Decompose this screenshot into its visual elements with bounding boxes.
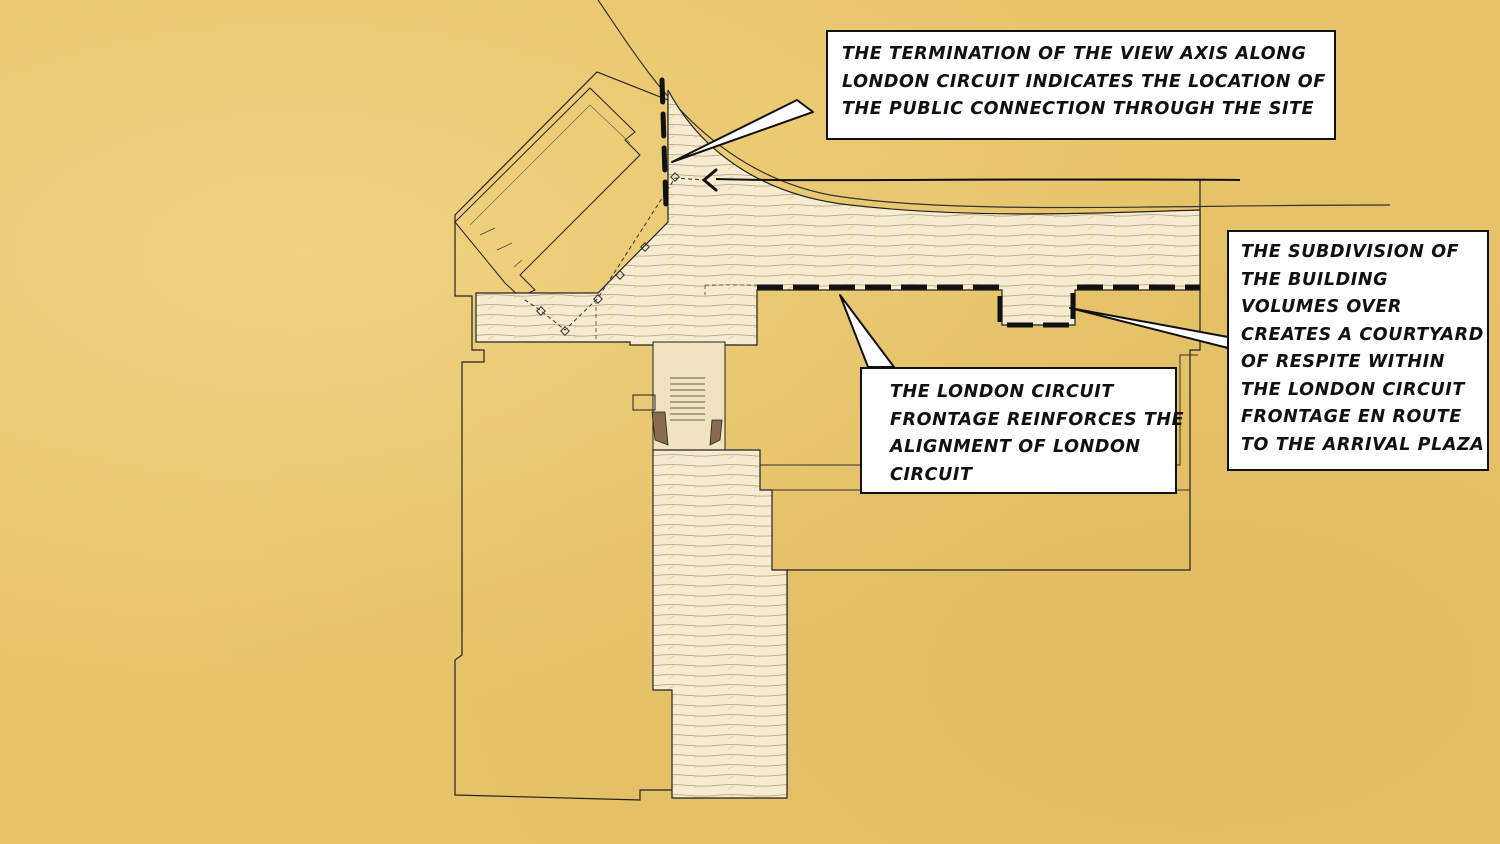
- callout-line: VOLUMES OVER: [1241, 297, 1403, 317]
- callout-line: THE LONDON CIRCUIT: [890, 382, 1114, 402]
- callout-line: OF RESPITE WITHIN: [1241, 352, 1446, 372]
- callout-line: THE SUBDIVISION OF: [1241, 242, 1460, 262]
- view-axis-pointer: [671, 99, 814, 163]
- vertical-axis-termination: [659, 77, 669, 211]
- callout-line: THE LONDON CIRCUIT: [1241, 379, 1465, 400]
- callout-line: THE BUILDING: [1241, 269, 1389, 290]
- callout-courtyard: THE SUBDIVISION OF THE BUILDING VOLUMES …: [1227, 230, 1489, 471]
- hatched-tower: [652, 449, 788, 799]
- callout-line: CIRCUIT: [890, 464, 973, 485]
- callout-line: CREATES A COURTYARD: [1241, 324, 1484, 345]
- view-axis-line: [715, 178, 1241, 182]
- view-axis-arrow: [701, 168, 718, 192]
- callout-line: TO THE ARRIVAL PLAZA: [1241, 434, 1485, 455]
- callout-line: FRONTAGE REINFORCES THE: [890, 409, 1185, 430]
- callout-line: FRONTAGE EN ROUTE: [1241, 407, 1462, 427]
- callout-line: LONDON CIRCUIT INDICATES THE LOCATION OF: [842, 71, 1326, 92]
- callout-view-axis: THE TERMINATION OF THE VIEW AXIS ALONG L…: [826, 30, 1336, 140]
- callout-line: ALIGNMENT OF LONDON: [890, 437, 1141, 457]
- rotated-block: [454, 87, 641, 298]
- courtyard-pointer: [1069, 307, 1229, 349]
- road-curve-outer: [597, 0, 1391, 209]
- frontage-dashed-line: [757, 284, 1200, 328]
- hatched-frontage: [475, 89, 1201, 346]
- callout-frontage: THE LONDON CIRCUIT FRONTAGE REINFORCES T…: [860, 367, 1185, 494]
- public-connection-path: [521, 177, 707, 331]
- callout-line: THE PUBLIC CONNECTION THROUGH THE SITE: [842, 99, 1315, 119]
- callout-line: THE TERMINATION OF THE VIEW AXIS ALONG: [842, 44, 1307, 64]
- frontage-pointer: [839, 294, 895, 368]
